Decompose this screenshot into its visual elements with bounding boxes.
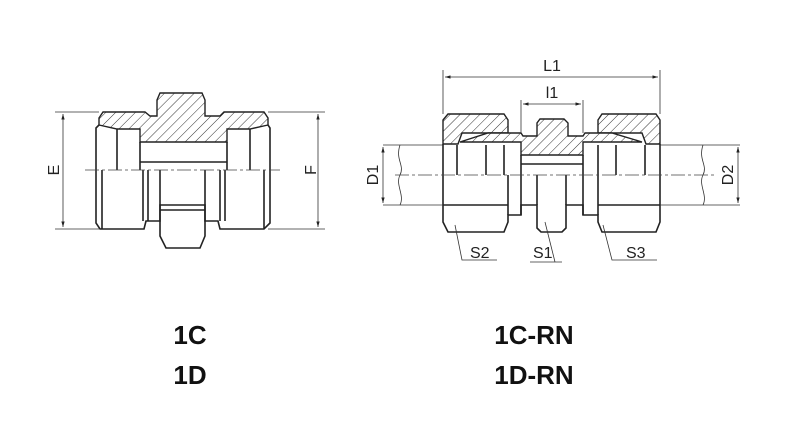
dimension-d2-label: D2: [720, 165, 737, 186]
s3-label: S3: [626, 245, 646, 262]
reducing-fitting-drawing: L1 l1 D1 D2 S2 S1 S3: [365, 58, 740, 263]
dimension-e-label: E: [46, 165, 63, 176]
right-title-2: 1D-RN: [494, 360, 573, 390]
dimension-l-1-label: l1: [546, 85, 559, 102]
s2-label: S2: [470, 245, 490, 262]
body-outline: [95, 124, 271, 230]
dimension-l1-label: L1: [543, 58, 561, 75]
left-title-1: 1C: [173, 320, 206, 350]
dimension-f-label: F: [303, 165, 320, 175]
s1-label: S1: [533, 245, 553, 262]
straight-fitting-drawing: E F: [46, 92, 325, 249]
dimension-d1-label: D1: [365, 165, 382, 186]
body-outline: [442, 144, 661, 233]
left-title-2: 1D: [173, 360, 206, 390]
section-top: [98, 92, 269, 143]
right-title-1: 1C-RN: [494, 320, 573, 350]
hex-nut: [159, 170, 206, 249]
